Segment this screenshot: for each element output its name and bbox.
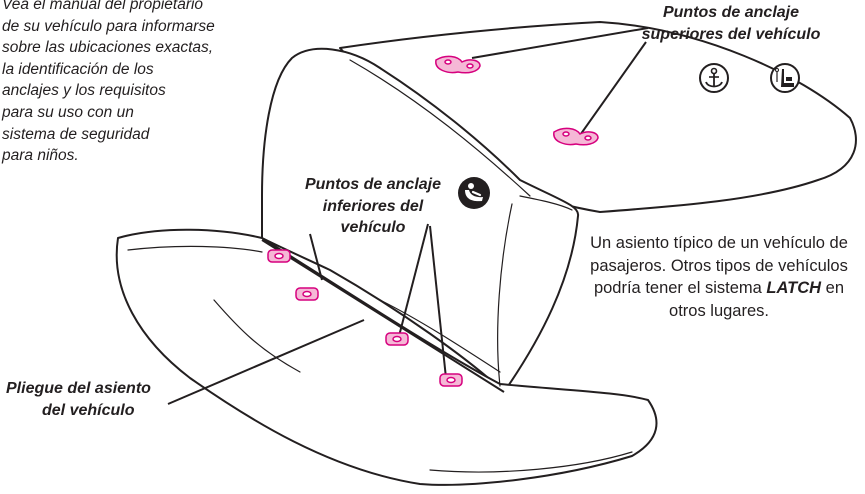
top-anchor-point (553, 127, 599, 146)
child-seat-icon (458, 177, 490, 209)
leader-top-1 (471, 27, 649, 59)
seat-cushion (115, 228, 658, 486)
lower-anchor-point (295, 287, 319, 301)
manual-note-line: para niños. (2, 147, 79, 165)
manual-note: Vea el manual del propietario de su vehí… (2, 0, 292, 167)
top-anchor-point (435, 55, 481, 74)
manual-note-line: sistema de seguridad (2, 125, 150, 143)
leader-lower-2 (397, 223, 429, 341)
top-anchors-label: Puntos de anclaje superiores del vehícul… (641, 4, 821, 43)
manual-note-line: para su uso con un (2, 103, 134, 121)
leader-lower-1 (309, 233, 323, 281)
manual-note-line: la identificación de los (2, 60, 154, 78)
lower-anchor-point (267, 249, 291, 263)
seat-description: Un asiento típico de un vehículo de pasa… (590, 234, 848, 320)
manual-note-line: sobre las ubicaciones exactas, (2, 39, 214, 57)
leader-top-2 (577, 41, 647, 139)
manual-note-line: de su vehículo para informarse (2, 17, 215, 35)
manual-note-line: anclajes y los requisitos (2, 82, 166, 100)
manual-note-line: Vea el manual del propietario (2, 0, 204, 13)
lower-anchor-point (385, 332, 409, 346)
latch-term: LATCH (766, 279, 822, 297)
lower-anchor-point (439, 373, 463, 387)
tether-seat-icon (770, 63, 800, 93)
lower-anchors-label: Puntos de anclaje inferiores del vehícul… (304, 176, 442, 236)
anchor-icon (699, 63, 729, 93)
leader-lower-3 (429, 225, 447, 379)
leader-fold (167, 319, 365, 405)
